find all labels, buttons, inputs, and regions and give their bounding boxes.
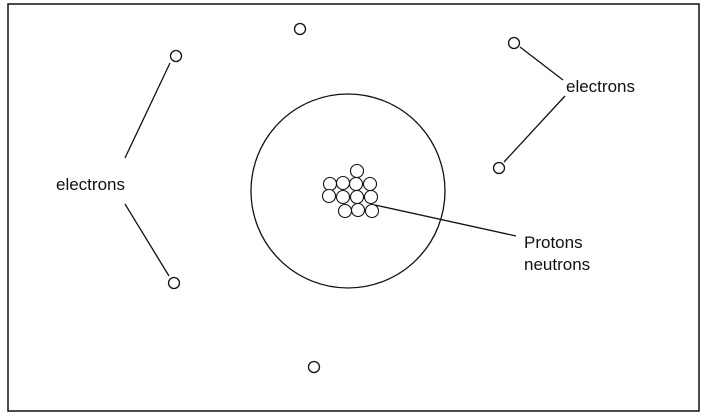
electrons-label-right: electrons (566, 77, 635, 96)
nucleus (321, 163, 380, 219)
electrons-label-left: electrons (56, 175, 125, 194)
electron-top (293, 22, 307, 36)
nucleon (322, 176, 338, 192)
leader-line-right-upper (519, 46, 564, 81)
nucleon (350, 202, 366, 218)
nucleon (362, 176, 378, 192)
nucleus-label-protons: Protons (524, 233, 583, 252)
electron-upper-left (169, 49, 183, 63)
nucleon (348, 176, 364, 192)
nucleon (335, 189, 351, 205)
nucleon (349, 163, 365, 179)
atom-shell-circle (250, 93, 446, 289)
electron-bottom (307, 360, 321, 374)
nucleon (363, 189, 379, 205)
nucleon (335, 175, 351, 191)
leader-line-nucleus (374, 204, 517, 237)
electron-right (492, 161, 506, 175)
leader-line-left-upper (124, 62, 171, 159)
leader-line-left-lower (124, 203, 170, 277)
nucleon (349, 189, 365, 205)
electron-lower-left (167, 276, 181, 290)
nucleon (321, 188, 337, 204)
leader-line-right-lower (503, 95, 566, 163)
nucleon (364, 203, 380, 219)
nucleon (337, 203, 353, 219)
electron-upper-right (507, 36, 521, 50)
diagram-border (7, 3, 700, 412)
nucleus-label-neutrons: neutrons (524, 255, 591, 274)
